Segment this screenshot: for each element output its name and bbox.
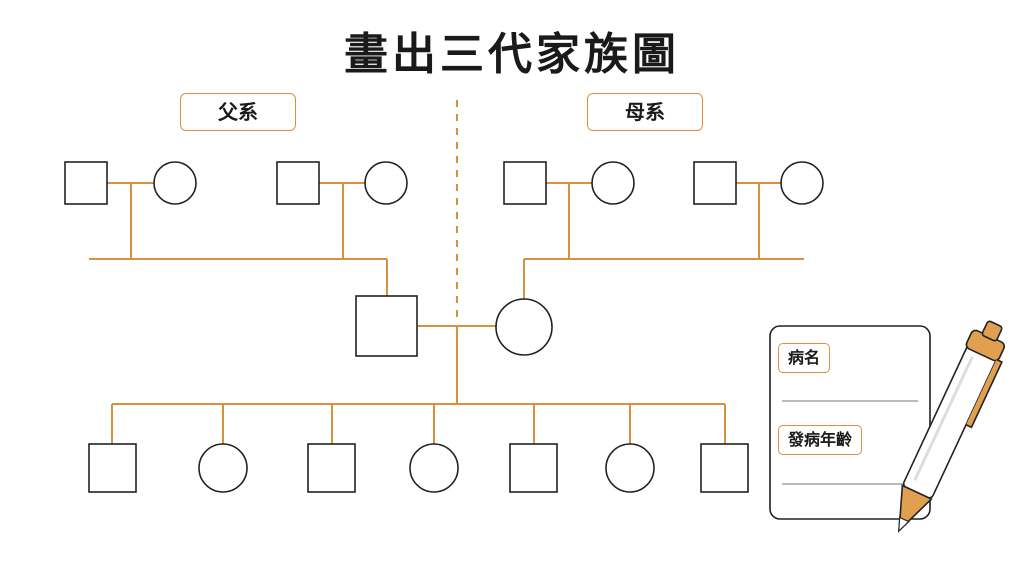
paternal-grandmother-1-symbol (153, 161, 197, 205)
paternal-side-label: 父系 (180, 93, 296, 131)
maternal-grandmother-1-symbol (591, 161, 635, 205)
note-card-icon (769, 325, 931, 520)
child-3-male-symbol (307, 443, 356, 493)
paternal-grandfather-2-symbol (276, 161, 320, 205)
onset-age-label: 發病年齡 (778, 425, 863, 455)
disease-name-label: 病名 (778, 343, 831, 373)
father-symbol (355, 295, 418, 357)
mother-symbol (495, 298, 553, 356)
paternal-grandmother-2-symbol (364, 161, 408, 205)
child-1-male-symbol (88, 443, 137, 493)
child-7-male-symbol (700, 443, 749, 493)
child-2-female-symbol (198, 443, 248, 493)
maternal-grandfather-2-symbol (693, 161, 737, 205)
maternal-grandfather-1-symbol (503, 161, 547, 205)
maternal-grandmother-2-symbol (780, 161, 824, 205)
pen-icon (897, 320, 1006, 533)
connection-lines (89, 182, 804, 444)
child-6-female-symbol (605, 443, 655, 493)
child-5-male-symbol (509, 443, 558, 493)
child-4-female-symbol (409, 443, 459, 493)
page-title: 畫出三代家族圖 (344, 29, 680, 80)
maternal-side-label: 母系 (587, 93, 703, 131)
paternal-grandfather-1-symbol (64, 161, 108, 205)
